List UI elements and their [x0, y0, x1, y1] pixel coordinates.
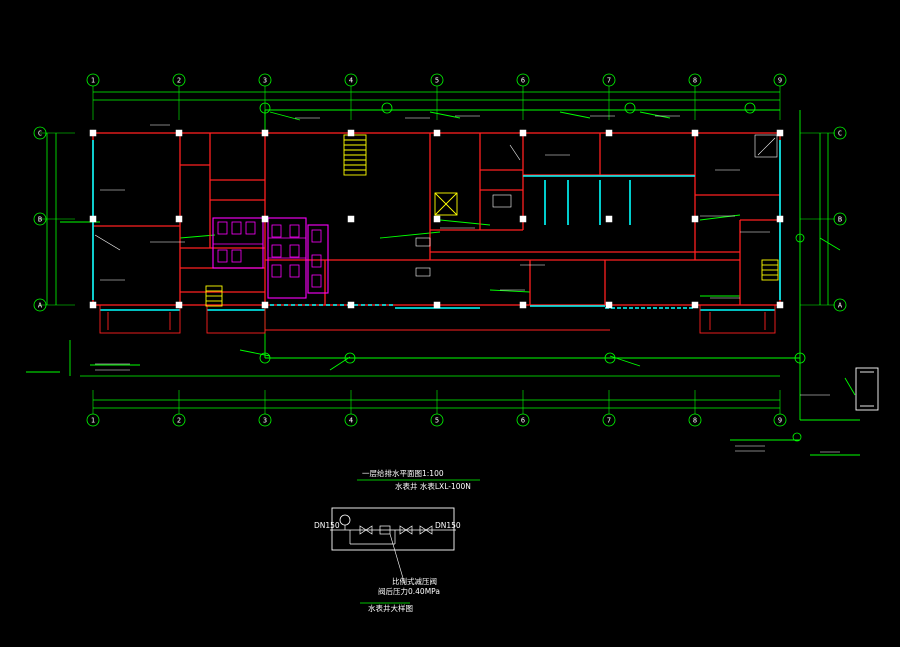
column-4-1	[433, 215, 441, 223]
column-1-2	[175, 301, 183, 309]
column-2-1	[261, 215, 269, 223]
axis-bottom-5-label: 5	[435, 417, 439, 425]
column-0-0	[89, 129, 97, 137]
axis-top-4: 4	[344, 73, 358, 87]
axis-top-5-label: 5	[435, 77, 439, 85]
column-5-0	[519, 129, 527, 137]
column-1-1	[175, 215, 183, 223]
dn-left-label: DN150	[314, 521, 340, 530]
column-4-2	[433, 301, 441, 309]
axis-top-2-label: 2	[177, 77, 181, 85]
axis-bottom-1-label: 1	[91, 417, 95, 425]
column-7-0	[691, 129, 699, 137]
column-5-2	[519, 301, 527, 309]
axis-left-B: B	[33, 212, 47, 226]
facade-bays	[99, 304, 776, 334]
axis-top-2: 2	[172, 73, 186, 87]
misc-details	[94, 134, 778, 277]
grid-axis-right: C B A	[833, 126, 847, 312]
column-3-0	[347, 129, 355, 137]
pipe-node-markers	[259, 102, 806, 442]
axis-top-9: 9	[773, 73, 787, 87]
axis-right-B-label: B	[838, 216, 842, 224]
axis-bottom-4-label: 4	[349, 417, 353, 425]
column-5-1	[519, 215, 527, 223]
axis-top-1-label: 1	[91, 77, 95, 85]
column-4-0	[433, 129, 441, 137]
axis-top-5: 5	[430, 73, 444, 87]
column-6-1	[605, 215, 613, 223]
axis-right-C: C	[833, 126, 847, 140]
pipe-annotations	[95, 115, 840, 453]
axis-bottom-5: 5	[430, 413, 444, 427]
axis-bottom-2: 2	[172, 413, 186, 427]
column-0-2	[89, 301, 97, 309]
column-7-2	[691, 301, 699, 309]
grid-axis-bottom: 1 2 3 4 5 6 7 8 9	[86, 413, 787, 427]
axis-top-3-label: 3	[263, 77, 267, 85]
column-8-2	[776, 301, 784, 309]
valve-label: 比例式减压阀	[392, 576, 437, 586]
column-7-1	[691, 215, 699, 223]
column-6-0	[605, 129, 613, 137]
meter-well-detail: 一层给排水平面图1:100 水表井 水表LXL-100N DN150 DN150…	[314, 468, 480, 613]
axis-top-4-label: 4	[349, 77, 353, 85]
column-0-1	[89, 215, 97, 223]
grid-axis-left: C B A	[33, 126, 47, 312]
axis-bottom-1: 1	[86, 413, 100, 427]
axis-left-C-label: C	[38, 130, 42, 138]
column-6-2	[605, 301, 613, 309]
detail-title: 水表井大样图	[368, 603, 413, 613]
pressure-label: 阀后压力0.40MPa	[378, 586, 440, 596]
column-1-0	[175, 129, 183, 137]
grid-axis-top: 1 2 3 4 5 6 7 8 9	[86, 73, 787, 87]
column-8-0	[776, 129, 784, 137]
axis-top-8-label: 8	[693, 77, 697, 85]
legend-title: 一层给排水平面图1:100	[362, 468, 444, 478]
column-2-0	[261, 129, 269, 137]
axis-bottom-4: 4	[344, 413, 358, 427]
axis-bottom-6: 6	[516, 413, 530, 427]
axis-bottom-3: 3	[258, 413, 272, 427]
stairs	[205, 134, 779, 307]
axis-bottom-6-label: 6	[521, 417, 525, 425]
axis-top-9-label: 9	[778, 77, 782, 85]
column-8-1	[776, 215, 784, 223]
axis-right-C-label: C	[838, 130, 842, 138]
axis-left-A-label: A	[38, 302, 43, 310]
meter-well-label: 水表井 水表LXL-100N	[395, 481, 471, 491]
axis-bottom-3-label: 3	[263, 417, 267, 425]
axis-bottom-2-label: 2	[177, 417, 181, 425]
axis-bottom-8-label: 8	[693, 417, 697, 425]
axis-bottom-7: 7	[602, 413, 616, 427]
axis-bottom-9: 9	[773, 413, 787, 427]
axis-bottom-7-label: 7	[607, 417, 611, 425]
axis-top-7-label: 7	[607, 77, 611, 85]
axis-top-3: 3	[258, 73, 272, 87]
axis-left-A: A	[33, 298, 47, 312]
axis-bottom-8: 8	[688, 413, 702, 427]
axis-right-A-label: A	[838, 302, 843, 310]
axis-top-6: 6	[516, 73, 530, 87]
water-meter-box	[855, 367, 879, 411]
column-3-2	[347, 301, 355, 309]
structural-columns	[89, 129, 784, 309]
axis-left-B-label: B	[38, 216, 42, 224]
axis-top-1: 1	[86, 73, 100, 87]
axis-top-6-label: 6	[521, 77, 525, 85]
sanitary-fixtures	[212, 217, 329, 299]
axis-top-7: 7	[602, 73, 616, 87]
axis-right-B: B	[833, 212, 847, 226]
axis-top-8: 8	[688, 73, 702, 87]
axis-left-C: C	[33, 126, 47, 140]
column-3-1	[347, 215, 355, 223]
axis-right-A: A	[833, 298, 847, 312]
axis-bottom-9-label: 9	[778, 417, 782, 425]
column-2-2	[261, 301, 269, 309]
dn-right-label: DN150	[435, 521, 461, 530]
